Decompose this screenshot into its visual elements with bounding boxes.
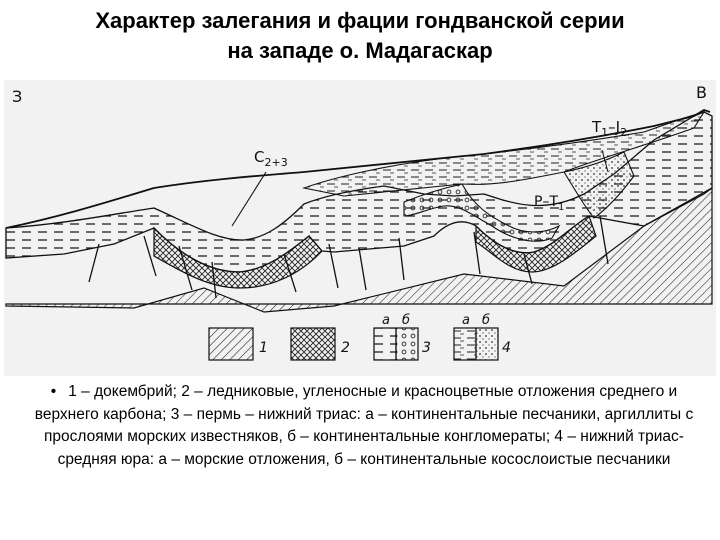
legend-swatch-4a	[453, 327, 477, 361]
precambrian-basement	[5, 186, 713, 313]
label-t1-j2: T1–J2	[591, 118, 627, 139]
fault-line	[88, 243, 100, 283]
legend-4a-letter: а	[462, 313, 470, 328]
slide-title: Характер залегания и фации гондванской с…	[0, 6, 720, 66]
fault-line	[523, 253, 533, 285]
fault-line	[211, 261, 217, 299]
legend-number-4: 4	[502, 340, 511, 356]
legend-swatch-4b	[475, 327, 499, 361]
geologic-cross-section: C2+3 T1–J2 P–T1 З В 1 2 а б 3 а б	[4, 76, 716, 376]
bullet-marker: •	[50, 383, 57, 400]
direction-east-label: В	[696, 83, 707, 102]
caption-text: 1 – докембрий; 2 – ледниковые, угленосны…	[34, 383, 694, 468]
legend-item-3: а б 3	[373, 313, 431, 361]
fault-line	[328, 243, 339, 289]
fault-line	[358, 247, 367, 291]
cross-section-drawing: C2+3 T1–J2 P–T1 З В 1 2 а б 3 а б	[4, 80, 716, 376]
legend-item-4: а б 4	[453, 313, 511, 361]
legend-swatch-3b	[395, 327, 419, 361]
legend-caption: •1 – докембрий; 2 – ледниковые, угленосн…	[28, 381, 700, 471]
label-c23: C2+3	[254, 148, 288, 169]
legend-number-2: 2	[341, 340, 350, 356]
fault-line	[283, 253, 297, 293]
legend-item-1: 1	[208, 327, 268, 361]
fault-line	[178, 245, 193, 291]
legend-4b-letter: б	[482, 313, 490, 328]
direction-west-label: З	[12, 87, 22, 106]
legend-swatch-carboniferous	[290, 327, 336, 361]
title-line-1: Характер залегания и фации гондванской с…	[95, 8, 625, 33]
fault-line	[143, 235, 157, 277]
legend-number-3: 3	[422, 340, 431, 356]
faults	[88, 215, 609, 299]
c23-pointer	[231, 171, 267, 227]
label-p-t1: P–T1	[534, 194, 564, 213]
legend-number-1: 1	[259, 340, 268, 356]
title-line-2: на западе о. Мадагаскар	[227, 38, 493, 63]
surface-line	[5, 109, 711, 229]
legend-swatch-precambrian	[208, 327, 254, 361]
legend: 1 2 а б 3 а б 4	[208, 313, 511, 361]
legend-3b-letter: б	[402, 313, 410, 328]
t1j2-pointer	[601, 149, 609, 173]
legend-swatch-3a	[373, 327, 397, 361]
cross-bedded-sandstones	[563, 151, 635, 219]
fault-line	[599, 215, 609, 265]
fault-line	[398, 237, 405, 281]
fault-line	[473, 231, 481, 275]
legend-item-2: 2	[290, 327, 350, 361]
legend-3a-letter: а	[382, 313, 390, 328]
